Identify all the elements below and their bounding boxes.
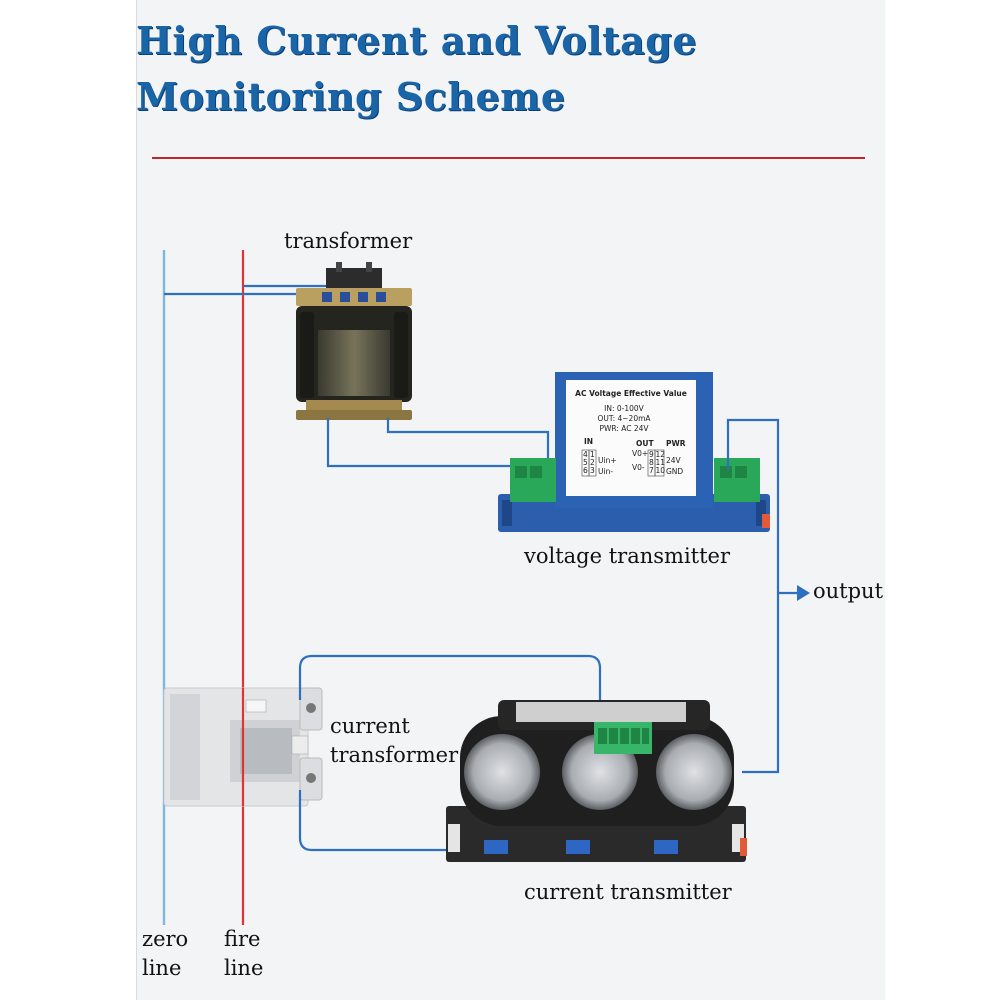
plate-terminal-2: 2 <box>590 458 595 467</box>
plate-gnd: GND <box>666 467 683 476</box>
plate-terminal-3: 3 <box>590 466 595 475</box>
title-divider <box>152 157 865 159</box>
plate-terminal-1: 1 <box>590 450 595 459</box>
fire-line-label-2: line <box>224 956 263 980</box>
voltage-transmitter-device: AC Voltage Effective Value IN: 0-100V OU… <box>498 372 770 532</box>
plate-out-spec: OUT: 4~20mA <box>597 414 651 423</box>
plate-in-label: IN <box>584 437 593 446</box>
voltage-transmitter-output-wire <box>726 418 780 774</box>
plate-terminal-9: 9 <box>649 450 654 459</box>
plate-out-label: OUT <box>636 439 654 448</box>
plate-v0-plus: V0+ <box>632 449 648 458</box>
current-transformer-device <box>163 687 323 807</box>
plate-terminal-5: 5 <box>583 458 588 467</box>
ct-to-transmitter-wire-bottom <box>298 790 446 852</box>
voltage-transmitter-label: voltage transmitter <box>523 544 731 568</box>
plate-uin-minus: Uin- <box>598 467 613 476</box>
plate-terminal-10: 10 <box>656 466 666 475</box>
plate-terminal-6: 6 <box>583 466 588 475</box>
plate-terminal-4: 4 <box>583 450 588 459</box>
transformer-device <box>296 262 412 420</box>
plate-terminal-8: 8 <box>649 458 654 467</box>
transformer-label: transformer <box>284 229 413 253</box>
output-label: output <box>813 579 884 603</box>
plate-uin-plus: Uin+ <box>598 456 617 465</box>
ct-hole-3 <box>656 734 732 810</box>
title-line-1: High Current and Voltage <box>136 18 698 63</box>
plate-terminal-7: 7 <box>649 466 654 475</box>
plate-v0-minus: V0- <box>632 463 645 472</box>
current-transformer-label-line2: transformer <box>330 743 459 767</box>
fire-line-label-1: fire <box>224 927 260 951</box>
plate-pwr-label: PWR <box>666 439 686 448</box>
ct-hole-1 <box>464 734 540 810</box>
transformer-to-transmitter-wire-2 <box>386 418 550 470</box>
zero-line-label-2: line <box>142 956 181 980</box>
zero-line-label-1: zero <box>142 927 188 951</box>
plate-heading: AC Voltage Effective Value <box>575 389 687 398</box>
current-transmitter-label: current transmitter <box>524 880 733 904</box>
output-arrow-icon <box>797 585 810 601</box>
ct-to-transmitter-wire-top <box>298 654 602 726</box>
current-transmitter-device <box>446 700 747 862</box>
title-line-2: Monitoring Scheme <box>136 74 566 119</box>
plate-terminal-11: 11 <box>656 458 666 467</box>
plate-24v: 24V <box>666 456 682 465</box>
plate-in-spec: IN: 0-100V <box>604 404 645 413</box>
transformer-to-transmitter-wire-1 <box>326 418 522 478</box>
plate-terminal-12: 12 <box>656 450 666 459</box>
plate-pwr-spec: PWR: AC 24V <box>599 424 649 433</box>
current-transformer-label-line1: current <box>330 714 410 738</box>
